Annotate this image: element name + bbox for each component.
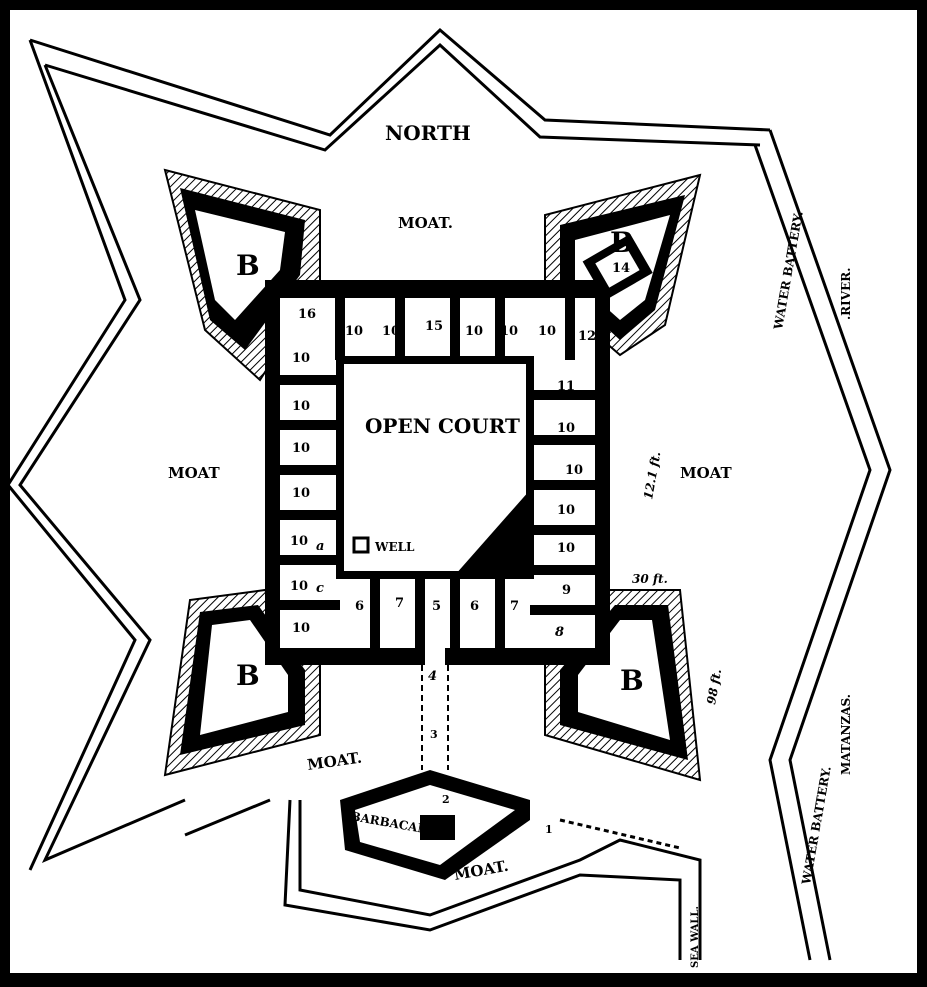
- room-10: 10: [290, 579, 308, 594]
- moat-left-label: MOAT: [168, 464, 220, 482]
- room-16: 16: [298, 307, 316, 322]
- room-7: 7: [510, 599, 519, 614]
- matanzas-label: MATANZAS.: [839, 694, 853, 775]
- room-10: 10: [382, 324, 400, 339]
- north-label: NORTH: [385, 121, 471, 145]
- sea-wall-label: SEA WALL.: [690, 906, 701, 968]
- room-5: 5: [432, 599, 441, 614]
- room-2: 2: [442, 793, 450, 806]
- room-3: 3: [430, 728, 438, 741]
- room-10: 10: [557, 503, 575, 518]
- room-10: 10: [538, 324, 556, 339]
- bastion-ne-label: B: [610, 226, 634, 259]
- bastion-se-label: B: [620, 664, 644, 697]
- room-10: 10: [345, 324, 363, 339]
- room-10: 10: [290, 534, 308, 549]
- room-10: 10: [292, 486, 310, 501]
- room-12: 12: [578, 329, 596, 344]
- bastion-nw-label: B: [236, 249, 260, 282]
- barbacan-ravelin: [340, 770, 530, 880]
- causeway: [421, 665, 449, 770]
- moat-top-label: MOAT.: [398, 214, 453, 232]
- dimension-98-ft: 98 ft.: [704, 668, 724, 706]
- well-label: WELL: [374, 540, 415, 554]
- room-14: 14: [612, 261, 630, 276]
- room-10: 10: [565, 463, 583, 478]
- dimension-30-ft: 30 ft.: [632, 572, 668, 586]
- curtain-walls: [265, 233, 653, 668]
- room-10: 10: [292, 399, 310, 414]
- river-label: .RIVER.: [839, 268, 853, 320]
- room-10: 10: [292, 621, 310, 636]
- room-10: 10: [465, 324, 483, 339]
- room-numbers: 14 16 10 10 15 10 10 10 12 10 10 10 10 1…: [290, 261, 630, 836]
- room-c: c: [316, 581, 324, 596]
- room-10: 10: [557, 421, 575, 436]
- room-10: 10: [292, 351, 310, 366]
- open-court-label: OPEN COURT: [365, 414, 520, 438]
- room-8: 8: [555, 625, 564, 640]
- outer-glacis-outline: [6, 27, 892, 961]
- room-10: 10: [500, 324, 518, 339]
- moat-right-label: MOAT: [680, 464, 732, 482]
- room-a: a: [316, 539, 324, 554]
- room-10: 10: [292, 441, 310, 456]
- room-9: 9: [562, 583, 571, 598]
- room-6: 6: [470, 599, 479, 614]
- bastion-sw-label: B: [236, 659, 260, 692]
- room-6: 6: [355, 599, 364, 614]
- well-icon: [352, 536, 370, 554]
- room-11: 11: [557, 379, 575, 394]
- room-7: 7: [395, 596, 404, 611]
- room-1: 1: [545, 823, 553, 836]
- room-10: 10: [557, 541, 575, 556]
- room-4: 4: [428, 669, 437, 684]
- room-15: 15: [425, 319, 443, 334]
